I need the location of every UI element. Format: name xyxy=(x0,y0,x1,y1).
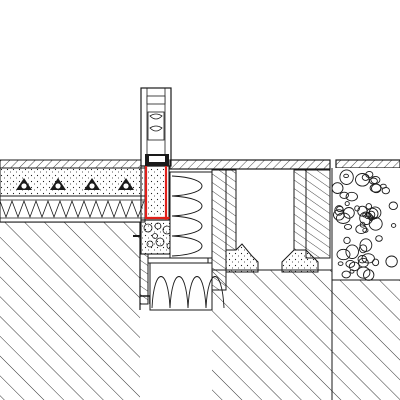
foundation-wall xyxy=(211,169,332,400)
gravel-stone xyxy=(334,205,344,216)
gravel-stone xyxy=(359,211,373,225)
floor-screed xyxy=(0,159,146,197)
gravel-stone xyxy=(362,212,368,218)
gravel-stone xyxy=(345,259,356,268)
exterior-tiles xyxy=(169,159,400,170)
gravel-stone xyxy=(343,236,351,245)
grout-bed xyxy=(225,243,319,273)
gravel-stone xyxy=(343,207,355,219)
insulation-loop xyxy=(187,276,207,309)
gravel-stone xyxy=(343,223,353,230)
aggregate-stone xyxy=(152,233,158,239)
concrete-slab xyxy=(0,221,141,400)
heating-pipe-core xyxy=(54,182,62,190)
gravel-stone xyxy=(354,205,360,212)
gravel-stone xyxy=(385,255,398,268)
insulation-loop xyxy=(171,215,203,237)
gravel-stone xyxy=(356,266,371,279)
gravel-stone xyxy=(341,270,351,279)
gravel-stone xyxy=(357,205,368,217)
gravel-stone xyxy=(367,210,376,219)
heating-pipe-core xyxy=(20,182,28,190)
gravel-stone xyxy=(345,191,358,202)
gravel-stone xyxy=(390,223,397,228)
gravel-stone xyxy=(358,244,368,254)
gravel-stone xyxy=(372,258,380,267)
gravel-stone xyxy=(361,253,375,264)
gravel-stone xyxy=(355,224,368,235)
gravel-stone xyxy=(337,261,344,266)
gravel-fill xyxy=(331,168,400,400)
insulation-loop xyxy=(151,276,171,309)
gravel-stone xyxy=(339,169,354,185)
underfloor-heating-pipes xyxy=(16,178,134,190)
gravel-stone xyxy=(375,235,383,242)
gravel-stone xyxy=(359,238,373,252)
gravel-stone xyxy=(339,191,349,199)
heating-pipe-core xyxy=(122,182,130,190)
window-frame xyxy=(140,87,172,167)
gravel-stone xyxy=(343,173,349,179)
gravel-stone xyxy=(388,201,398,211)
precast-curbs xyxy=(225,169,307,251)
aggregate-stone xyxy=(155,237,165,247)
gravel-stone xyxy=(331,182,344,194)
insulation-loop xyxy=(171,195,203,217)
gravel-stone xyxy=(348,261,360,272)
impact-sound-insulation xyxy=(0,195,146,223)
gravel-stone xyxy=(345,244,359,259)
gravel-stone xyxy=(344,201,350,207)
gravel-stone xyxy=(369,183,382,193)
aggregate-stone xyxy=(146,240,154,248)
aggregate-stone xyxy=(154,222,162,230)
gravel-stone xyxy=(355,173,370,187)
perimeter-insulation xyxy=(149,171,225,311)
insulation-loop xyxy=(171,235,203,257)
insulation-loop xyxy=(171,175,203,197)
heating-pipe-core xyxy=(88,182,96,190)
aggregate-stone xyxy=(143,223,153,233)
gravel-stone xyxy=(381,186,390,195)
gravel-stone xyxy=(336,248,351,261)
insulation-loop xyxy=(169,276,189,309)
